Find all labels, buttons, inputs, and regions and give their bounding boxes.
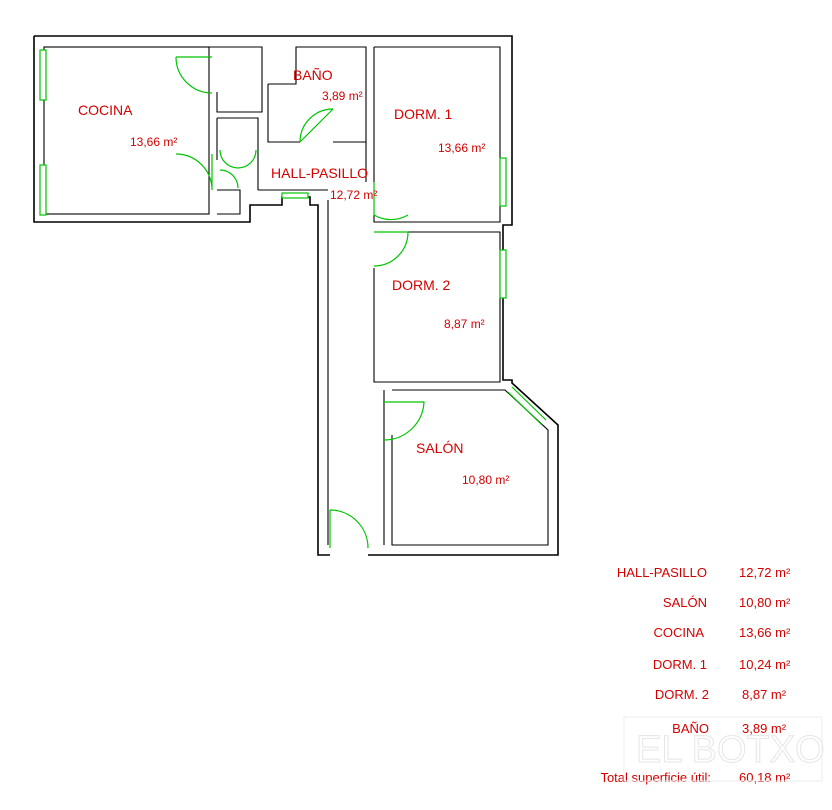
room-name-bano: BAÑO: [293, 67, 333, 83]
cocina-inner: [43, 46, 210, 215]
room-name-hall: HALL-PASILLO: [271, 165, 368, 181]
summary-row-value: 13,66 m²: [739, 625, 791, 640]
bano-walls: [267, 84, 300, 143]
door-dorm1: [373, 182, 409, 221]
room-name-dorm2: DORM. 2: [392, 277, 451, 293]
summary-row-value: 12,72 m²: [739, 565, 791, 580]
door-salon: [383, 401, 425, 441]
windows: [39, 49, 547, 426]
summary-row-value: 10,24 m²: [739, 657, 791, 672]
room-name-cocina: COCINA: [78, 102, 133, 118]
room-area-cocina: 13,66 m²: [130, 135, 177, 149]
window-dorm2: [499, 249, 507, 299]
door-bano: [299, 108, 334, 143]
summary-row-value: 10,80 m²: [739, 595, 791, 610]
bano-walls-2: [268, 46, 367, 143]
summary-row-name: HALL-PASILLO: [617, 565, 707, 580]
window-dorm1: [499, 157, 507, 207]
door-cocina: [175, 153, 213, 191]
closet-bottom: [217, 189, 241, 215]
room-labels: COCINA 13,66 m² BAÑO 3,89 m² DORM. 1 13,…: [78, 67, 509, 487]
room-area-dorm1: 13,66 m²: [438, 141, 485, 155]
window-cocina-1: [39, 49, 47, 101]
summary-row-name: SALÓN: [663, 595, 707, 610]
window-cocina-2: [39, 164, 47, 216]
outer-wall-upper: [34, 35, 559, 556]
window-hall: [281, 192, 309, 199]
dorm2-walls: [373, 231, 501, 383]
summary-row-name: DORM. 2: [655, 687, 709, 702]
summary-row-value: 8,87 m²: [742, 687, 787, 702]
room-area-dorm2: 8,87 m²: [444, 317, 485, 331]
doors: [175, 56, 425, 549]
window-salon: [511, 386, 547, 421]
summary-row-name: DORM. 1: [653, 657, 707, 672]
summary-total-label: Total superficie útil:: [600, 770, 711, 785]
window-salon-2: [507, 391, 543, 426]
door-dorm2: [373, 231, 409, 267]
walls: [33, 35, 559, 556]
watermark-logo: EL BOTXO: [623, 716, 825, 782]
room-area-hall: 12,72 m²: [330, 188, 377, 202]
cocina-pantry: [209, 46, 263, 113]
summary-row-value: 3,89 m²: [742, 721, 787, 736]
room-name-salon: SALÓN: [416, 440, 463, 456]
dorm1-walls: [373, 46, 501, 223]
door-cocina-pantry: [175, 56, 213, 94]
room-name-dorm1: DORM. 1: [394, 106, 453, 122]
watermark-text: EL BOTXO: [636, 729, 825, 771]
room-area-salon: 10,80 m²: [462, 473, 509, 487]
door-closet-2: [219, 169, 239, 189]
closet-walls: [217, 117, 259, 190]
summary-row-name: BAÑO: [672, 721, 709, 736]
room-area-bano: 3,89 m²: [322, 89, 363, 103]
door-closet: [219, 149, 257, 169]
salon-walls: [391, 389, 549, 546]
door-entrance: [329, 509, 369, 549]
summary-row-name: COCINA: [653, 625, 704, 640]
summary-total-value: 60,18 m²: [739, 770, 791, 785]
